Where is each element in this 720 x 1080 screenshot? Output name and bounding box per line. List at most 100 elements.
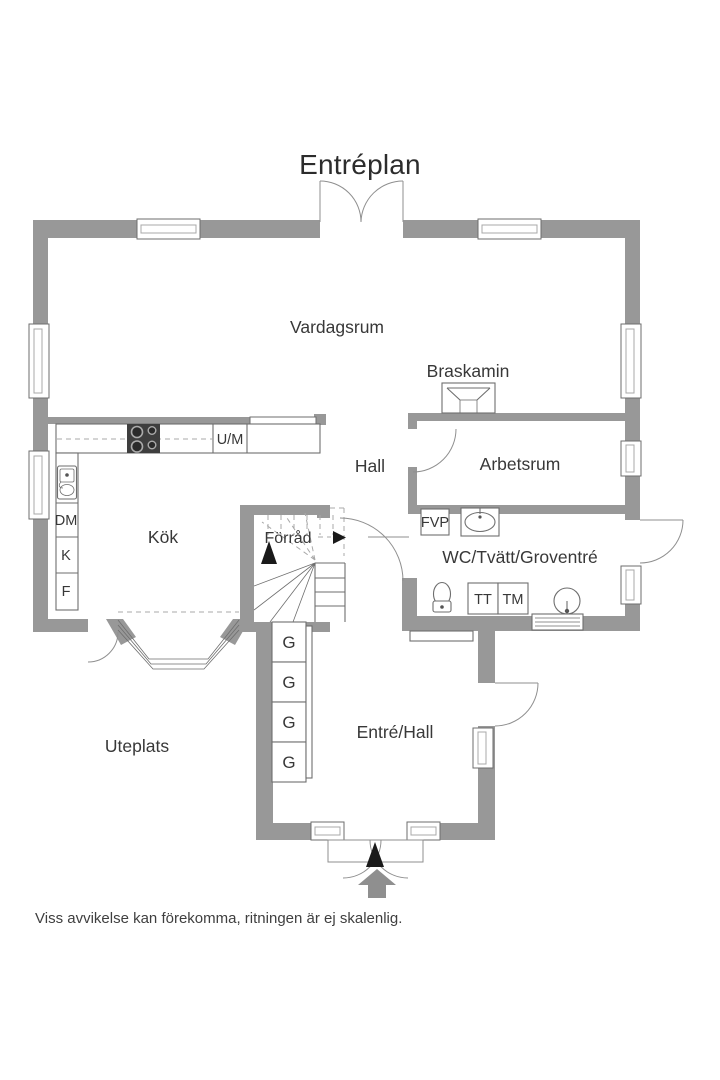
- wall-stair-top: [240, 505, 330, 515]
- kitchen-sink-icon: [56, 465, 78, 500]
- window-right-vardagsrum-glass: [625, 328, 635, 394]
- groventre-door-arc: [639, 519, 684, 564]
- room-label-vardagsrum: Vardagsrum: [290, 317, 384, 337]
- wardrobe-box: [271, 621, 307, 663]
- appliance-label-tm: TM: [503, 592, 524, 608]
- appliance-label-f: F: [62, 584, 71, 600]
- wall-hall-arbetsrum: [408, 467, 417, 507]
- wardrobes: [271, 621, 313, 783]
- entre-threshold: [409, 630, 474, 642]
- window-top-left-glass: [140, 224, 197, 234]
- bay-window: [117, 611, 240, 670]
- wall-entre-right-upper: [478, 631, 495, 683]
- arbetsrum-door-arc: [412, 428, 457, 473]
- sink-bowl-icon: [59, 484, 75, 496]
- stairs-above-dashed-edge: [318, 507, 345, 556]
- wall-hall-stub: [408, 421, 417, 429]
- washer-box: [497, 582, 529, 615]
- washbasin-drain-icon: [478, 515, 482, 519]
- room-label-braskamin: Braskamin: [427, 361, 510, 381]
- stair-treads: [314, 562, 346, 622]
- window-right-wc-glass: [625, 569, 635, 601]
- window-top-right-glass: [481, 224, 538, 234]
- bench-slats: [535, 617, 580, 627]
- wall-wc-top: [408, 505, 625, 514]
- sink-basin-icon: [59, 468, 75, 483]
- wall-passage-block: [314, 414, 326, 425]
- window-entre-right-glass: [477, 731, 487, 765]
- entrance-in-arrow-icon: [366, 842, 384, 867]
- wc-fixtures: [409, 507, 584, 642]
- wall-kitchen-bottom: [33, 619, 88, 632]
- kitchen-passage-counter: [249, 416, 317, 425]
- dryer-box: [467, 582, 499, 615]
- window-entre-bottom-right-glass: [410, 826, 437, 836]
- fvp-unit: [420, 508, 450, 536]
- stairs-up-arrow-icon: [261, 541, 277, 564]
- bay-window-glass-outer: [117, 619, 240, 660]
- disclaimer-text: Viss avvikelse kan förekomma, ritningen …: [35, 910, 402, 927]
- window-left-vardagsrum-glass: [33, 328, 43, 394]
- fireplace: [441, 382, 496, 414]
- patio-door-arc: [87, 631, 119, 663]
- room-label-kok: Kök: [148, 527, 178, 547]
- wall-stair-stub: [317, 505, 330, 518]
- appliance-label-fvp: FVP: [421, 515, 449, 531]
- kitchen-fixtures: [55, 423, 321, 611]
- entre-side-door-arc: [494, 682, 539, 727]
- wall-vardagsrum-arbetsrum: [408, 413, 625, 421]
- wall-stair-left: [240, 505, 254, 632]
- staircase: [253, 507, 346, 623]
- window-right-arbetsrum-glass: [625, 444, 635, 473]
- stove-burner-icon: [147, 426, 157, 436]
- appliance-label-tt: TT: [474, 592, 492, 608]
- sink-faucet-icon: [58, 481, 64, 489]
- wardrobe-label: G: [282, 753, 295, 772]
- appliance-label-k: K: [61, 548, 71, 564]
- window-entre-bottom-left-glass: [314, 826, 341, 836]
- stairs-direction-arrow-icon: [333, 531, 346, 544]
- sink-drain-icon: [65, 473, 69, 477]
- wall-wc-bottom: [408, 616, 640, 631]
- wardrobe-label: G: [282, 633, 295, 652]
- room-label-hall: Hall: [355, 456, 385, 476]
- top-double-door-leaves: [319, 181, 404, 222]
- appliance-label-dm: DM: [55, 513, 78, 529]
- windows: [28, 218, 642, 841]
- wc-door-arc: [339, 517, 404, 582]
- room-label-wc-tvatt: WC/Tvätt/Groventré: [442, 547, 598, 567]
- wardrobe-label: G: [282, 713, 295, 732]
- wall-entre-left: [256, 622, 273, 840]
- stove-burner-icon: [130, 425, 144, 439]
- wall-left: [33, 220, 48, 632]
- stove-burner-icon: [130, 440, 144, 453]
- wall-stair-bottom-right: [305, 622, 330, 632]
- room-label-forrad: Förråd: [264, 529, 311, 547]
- entrance-big-arrow-icon: [358, 869, 396, 898]
- toilet-flush-icon: [440, 605, 444, 609]
- stairs-above-dashed: [267, 515, 334, 535]
- wardrobe-label: G: [282, 673, 295, 692]
- window-left-kitchen-glass: [33, 455, 43, 515]
- bay-window-glass-inner: [117, 629, 240, 670]
- appliance-label-um: U/M: [217, 432, 244, 448]
- room-label-arbetsrum: Arbetsrum: [480, 454, 561, 474]
- bay-wedge-left: [106, 619, 136, 645]
- wardrobe-box: [271, 661, 307, 703]
- kitchen-cabinet-dividers: [56, 502, 78, 574]
- stairs-above-dashed-fan: [261, 512, 316, 561]
- fireplace-funnel-icon: [446, 387, 491, 401]
- room-label-uteplats: Uteplats: [105, 736, 169, 756]
- labels: Entréplan Vardagsrum Braskamin Hall Arbe…: [35, 149, 598, 927]
- room-label-entre-hall: Entré/Hall: [357, 722, 434, 742]
- floor-drain-dot: [564, 608, 570, 614]
- top-double-door-arc-left: [319, 180, 362, 223]
- bay-window-glass-mid: [117, 624, 240, 665]
- stair-winders: [253, 562, 316, 623]
- wardrobe-door-strip: [305, 625, 313, 779]
- plan-title: Entréplan: [299, 149, 421, 180]
- wall-kitchen-top: [48, 417, 250, 424]
- fireplace-hearth-icon: [459, 399, 478, 414]
